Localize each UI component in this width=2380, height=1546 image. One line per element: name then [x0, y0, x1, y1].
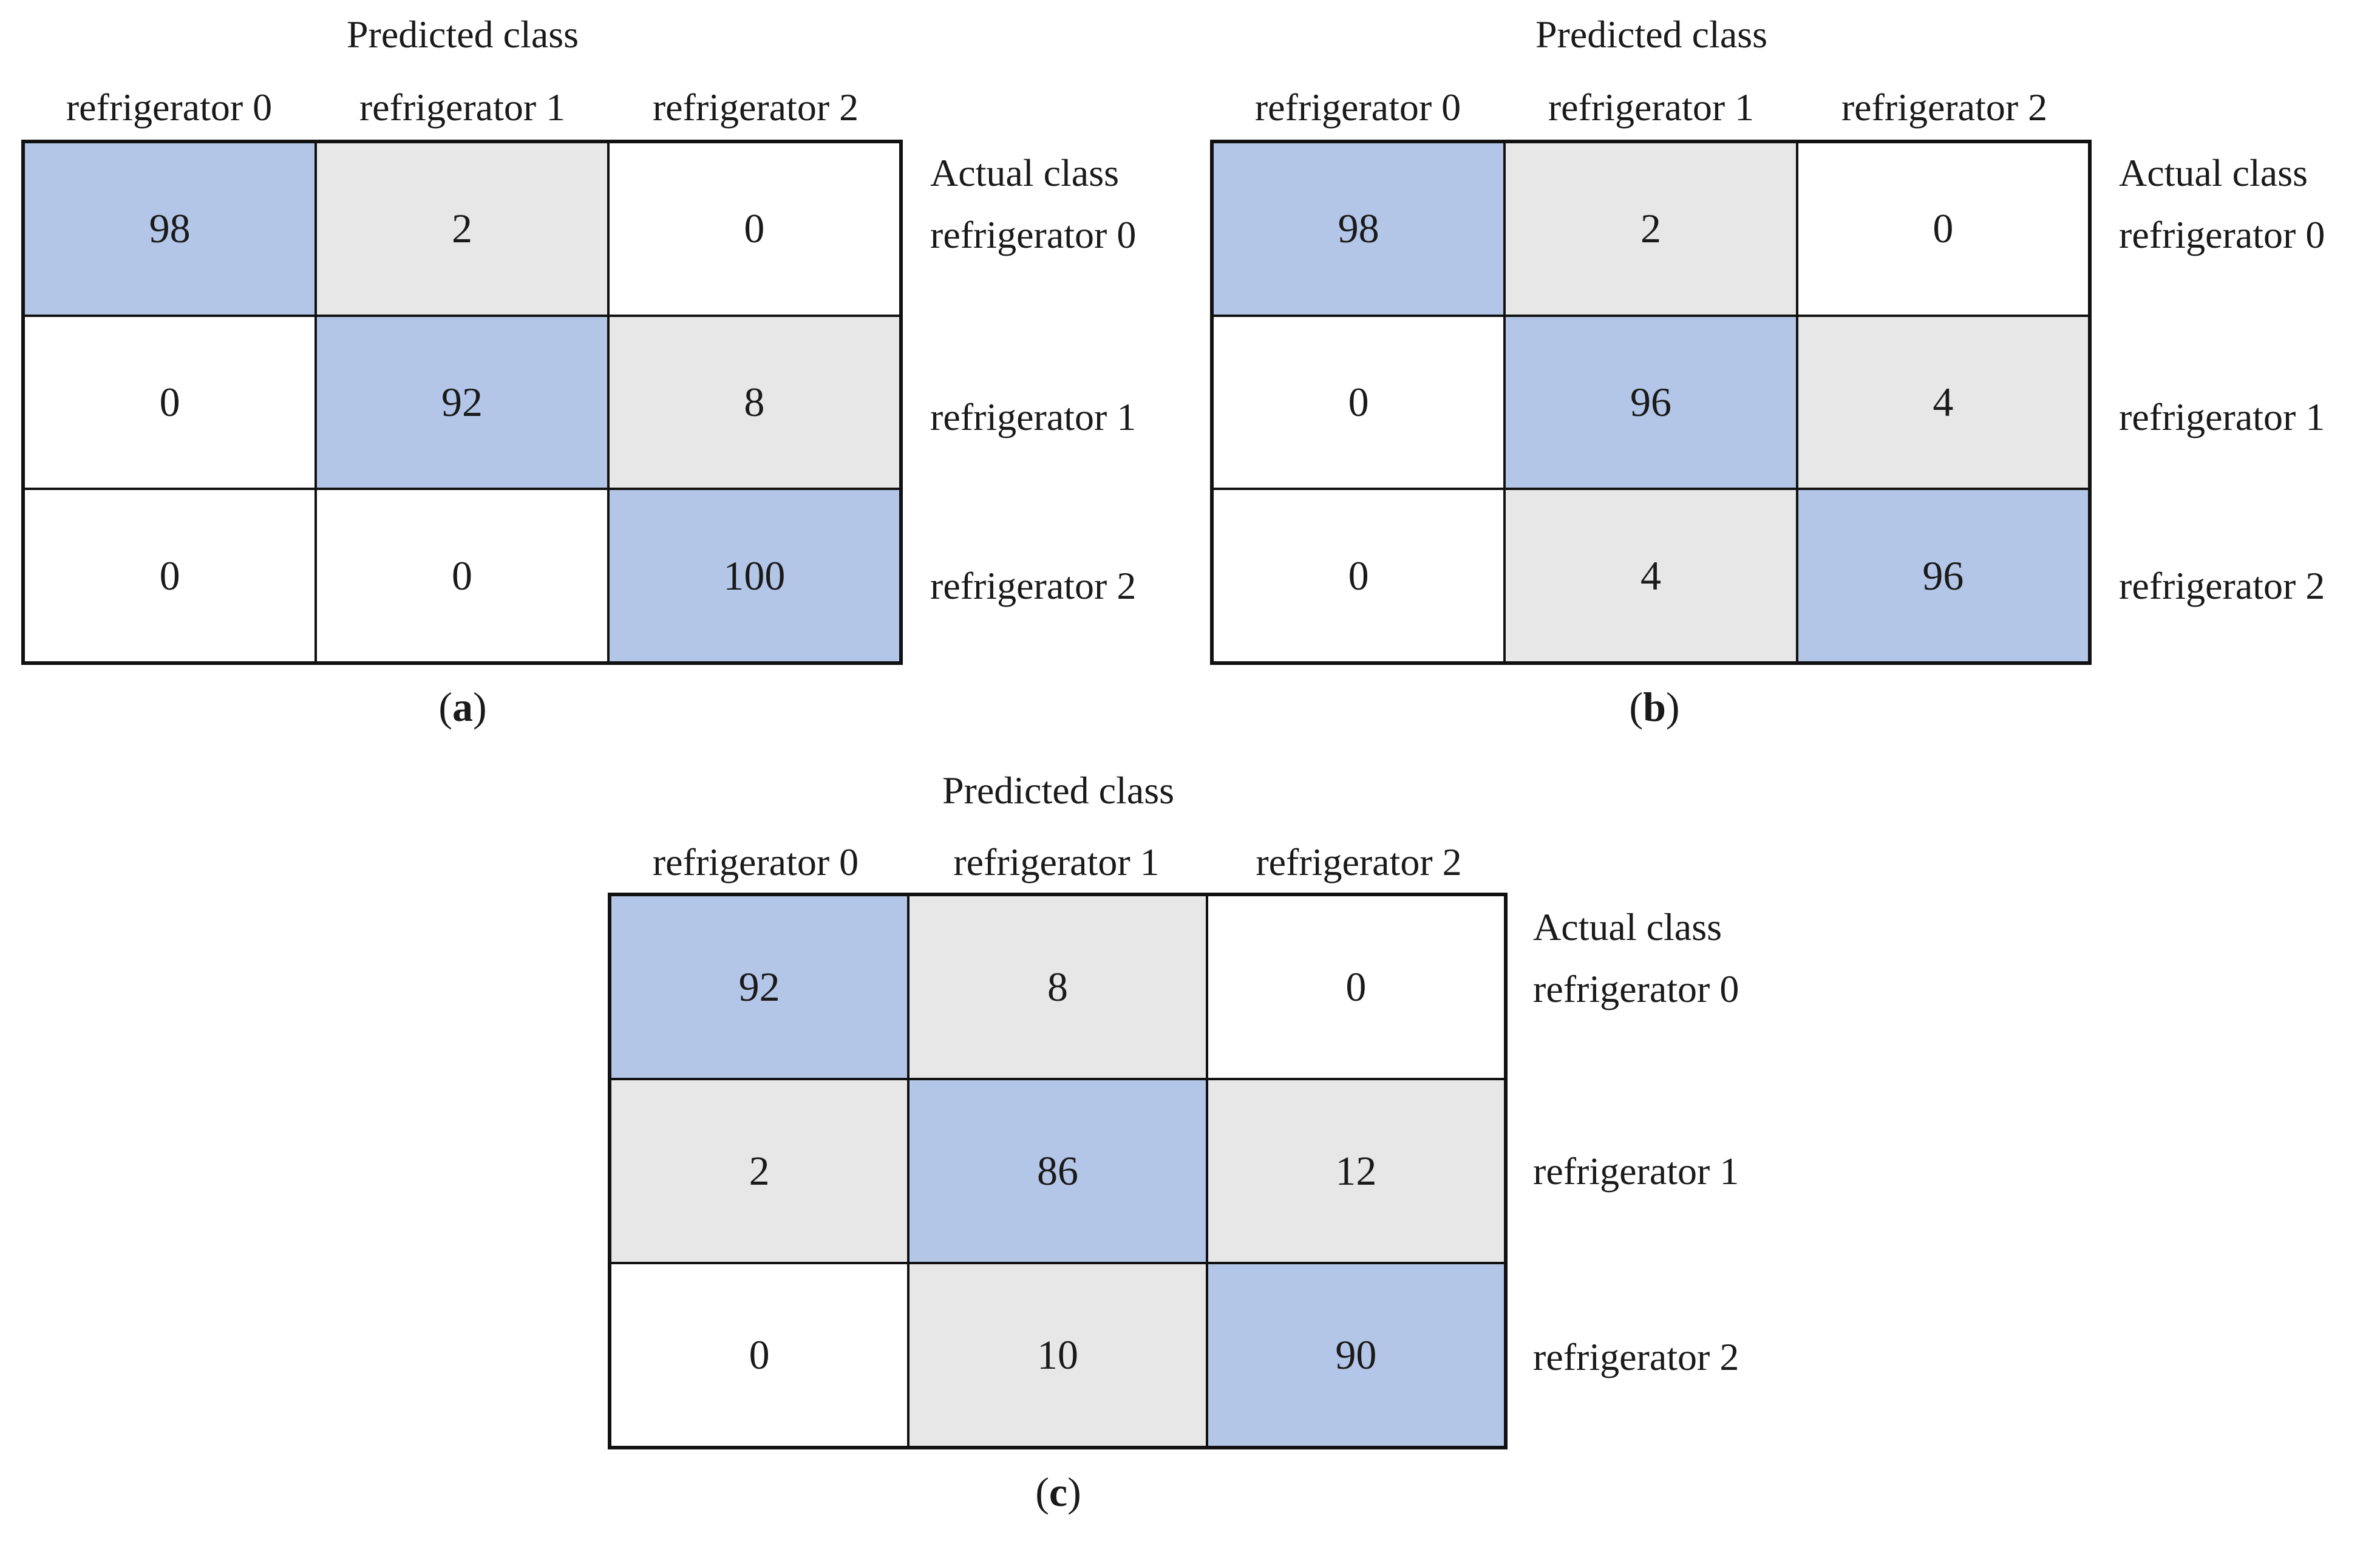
matrix-cell: 12: [1206, 1079, 1505, 1263]
predicted-class-title: Predicted class: [346, 13, 579, 56]
matrix-cell: 0: [608, 142, 900, 316]
matrix-cell: 0: [24, 315, 316, 489]
matrix-cell: 0: [1797, 142, 2089, 316]
col-label: refrigerator 1: [359, 86, 566, 129]
matrix-cell: 0: [1212, 315, 1505, 489]
matrix-cell: 0: [1206, 895, 1505, 1079]
matrix-grid: 98 2 0 0 92 8 0 0 100: [21, 140, 903, 665]
col-label: refrigerator 0: [652, 840, 859, 884]
matrix-cell: 90: [1206, 1263, 1505, 1447]
matrix-cell: 10: [908, 1263, 1207, 1447]
col-label: refrigerator 2: [1841, 86, 2048, 129]
matrix-grid: 92 8 0 2 86 12 0 10 90: [608, 893, 1508, 1449]
panel-label-c: (c): [1035, 1469, 1081, 1515]
col-label: refrigerator 2: [652, 86, 859, 129]
matrix-cell: 4: [1504, 489, 1797, 662]
col-label: refrigerator 0: [66, 86, 273, 129]
col-label: refrigerator 2: [1256, 840, 1462, 884]
row-label: refrigerator 1: [2119, 395, 2325, 438]
matrix-cell: 4: [1797, 315, 2089, 489]
matrix-cell: 0: [316, 489, 608, 662]
matrix-cell: 100: [608, 489, 900, 662]
matrix-cell: 86: [908, 1079, 1207, 1263]
matrix-cell: 98: [1212, 142, 1505, 316]
row-label: refrigerator 2: [1533, 1335, 1739, 1378]
actual-class-title: Actual class: [1533, 905, 1722, 948]
matrix-grid: 98 2 0 0 96 4 0 4 96: [1210, 140, 2092, 665]
row-label: refrigerator 0: [1533, 967, 1739, 1010]
panel-label-b: (b): [1629, 684, 1680, 730]
actual-class-title: Actual class: [930, 151, 1119, 194]
col-label: refrigerator 0: [1254, 86, 1461, 129]
row-label: refrigerator 0: [930, 213, 1137, 256]
row-label: refrigerator 2: [930, 564, 1137, 607]
matrix-cell: 96: [1504, 315, 1797, 489]
matrix-cell: 2: [1504, 142, 1797, 316]
col-label: refrigerator 1: [1548, 86, 1755, 129]
matrix-cell: 2: [610, 1079, 909, 1263]
matrix-cell: 0: [1212, 489, 1505, 662]
panel-label-a: (a): [438, 684, 487, 730]
row-label: refrigerator 2: [2119, 564, 2325, 607]
matrix-cell: 0: [610, 1263, 909, 1447]
predicted-class-title: Predicted class: [942, 769, 1175, 812]
matrix-cell: 2: [316, 142, 608, 316]
row-label: refrigerator 0: [2119, 213, 2325, 256]
row-label: refrigerator 1: [1533, 1149, 1739, 1193]
matrix-cell: 8: [908, 895, 1207, 1079]
matrix-cell: 92: [316, 315, 608, 489]
matrix-cell: 0: [24, 489, 316, 662]
matrix-cell: 8: [608, 315, 900, 489]
predicted-class-title: Predicted class: [1535, 13, 1768, 56]
actual-class-title: Actual class: [2119, 151, 2308, 194]
col-label: refrigerator 1: [953, 840, 1160, 884]
matrix-cell: 98: [24, 142, 316, 316]
matrix-cell: 96: [1797, 489, 2089, 662]
matrix-cell: 92: [610, 895, 909, 1079]
row-label: refrigerator 1: [930, 395, 1137, 438]
